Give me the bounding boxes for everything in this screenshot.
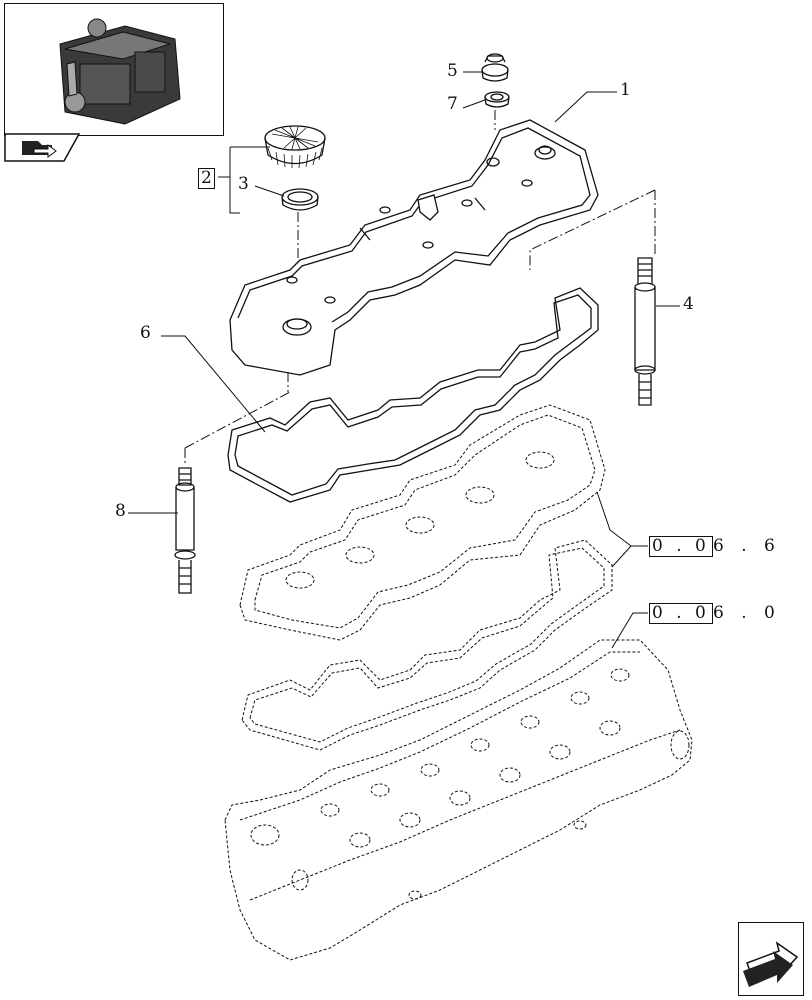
seal-ring[interactable] [281, 188, 319, 211]
cylinder-head-dashed [224, 639, 693, 961]
callout-6: 6 [140, 323, 151, 343]
ref-box-2[interactable]: 0 . 0 [649, 603, 713, 624]
lower-gasket-dashed [241, 539, 613, 751]
washer[interactable] [484, 91, 510, 108]
engine-thumbnail-icon [59, 18, 181, 125]
next-page-button[interactable] [738, 922, 804, 996]
engine-thumbnail[interactable] [4, 3, 224, 136]
folder-tab[interactable] [4, 133, 80, 163]
folder-arrow-icon [22, 141, 57, 158]
ref-tail-1[interactable]: 6 . 6 [713, 536, 781, 556]
axis-lines [184, 110, 656, 465]
ref-tail-2[interactable]: 6 . 0 [713, 603, 781, 623]
callout-8: 8 [115, 501, 126, 521]
cover-gasket[interactable] [227, 287, 599, 503]
callout-2: 2 [198, 168, 215, 189]
stud-4[interactable] [634, 257, 656, 406]
valve-cover[interactable] [229, 119, 599, 376]
callout-3: 3 [238, 174, 249, 194]
rocker-carrier-dashed [239, 404, 606, 641]
leader-lines [128, 71, 680, 649]
nut[interactable] [481, 53, 509, 82]
callout-5: 5 [447, 61, 458, 81]
callout-4: 4 [683, 294, 694, 314]
stud-8[interactable] [174, 467, 196, 594]
next-page-arrow-icon [743, 941, 799, 987]
ref-box-1[interactable]: 0 . 0 [649, 536, 713, 557]
oil-filler-cap[interactable] [264, 125, 326, 169]
callout-1: 1 [620, 80, 631, 100]
callout-7: 7 [447, 94, 458, 114]
